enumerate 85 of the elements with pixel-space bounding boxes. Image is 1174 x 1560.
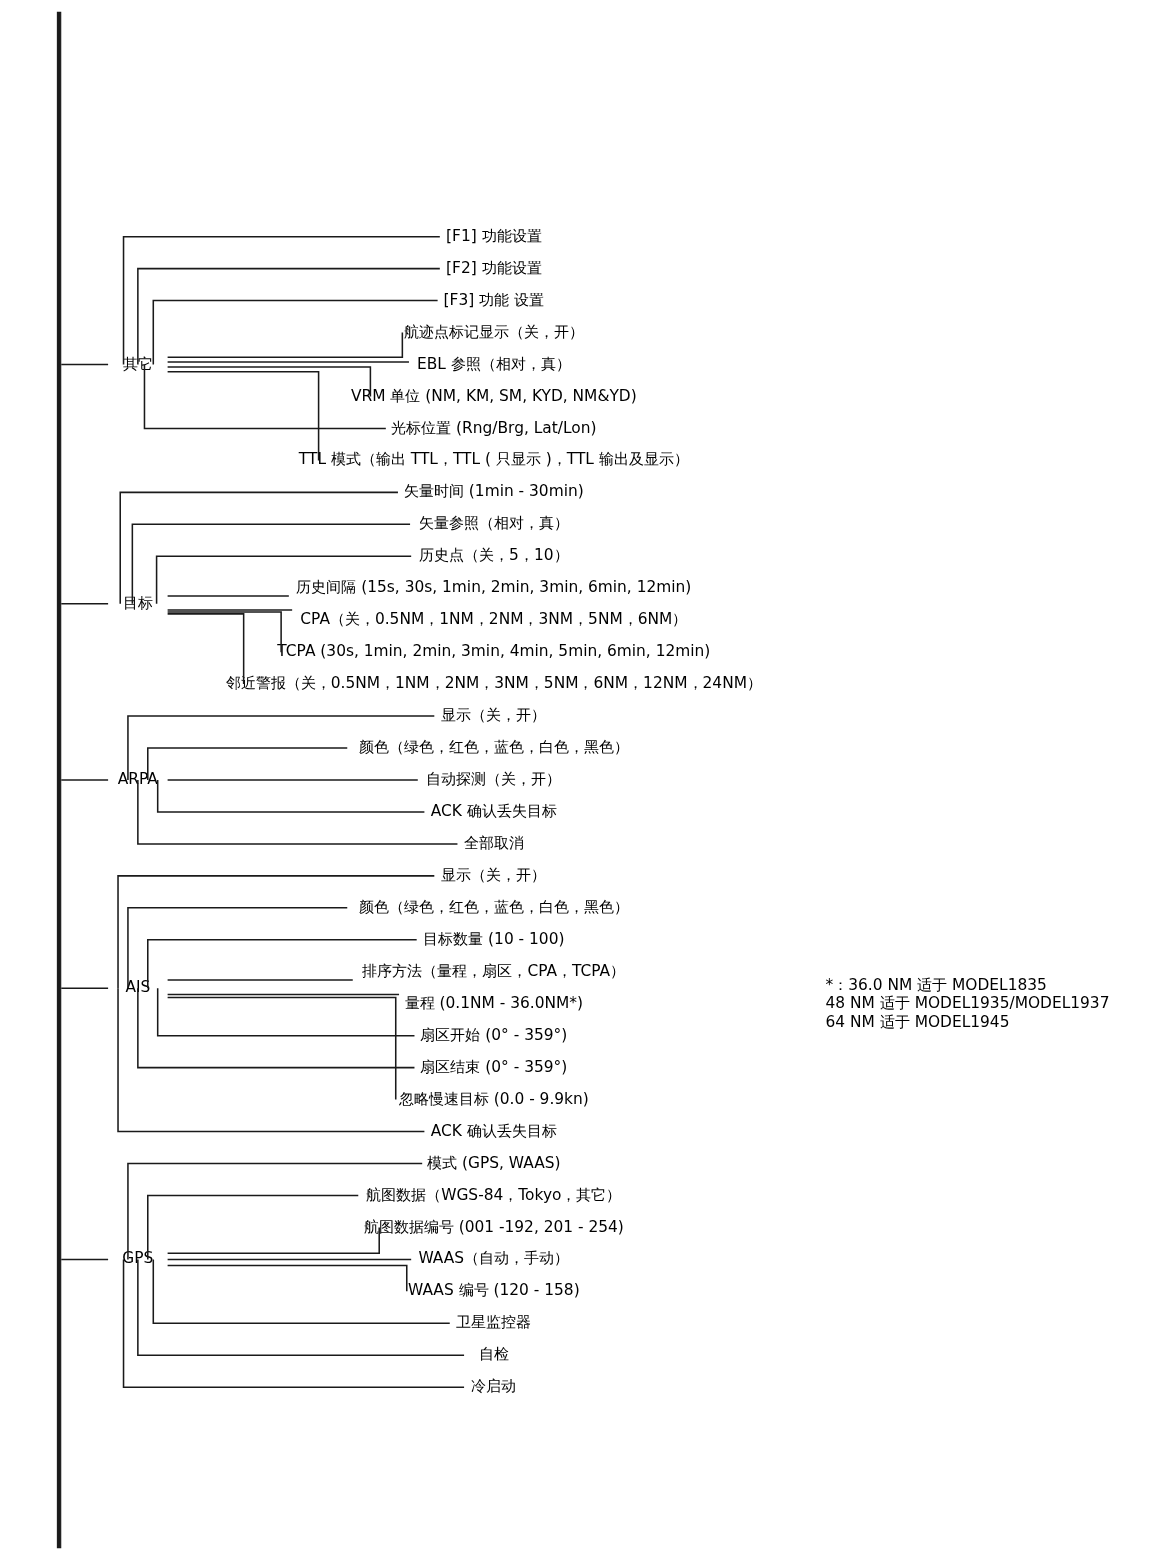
node-text: 冷启动 <box>470 1377 516 1396</box>
connector <box>136 987 415 1069</box>
node-text: 航迹点标记显示（关，开） <box>403 322 584 341</box>
connector <box>60 779 109 781</box>
connector <box>122 1258 465 1388</box>
connector <box>122 235 441 366</box>
node-text: 矢量参照（相对，真） <box>418 514 569 533</box>
node-text: 排序方法（量程，扇区，CPA，TCPA） <box>361 961 625 980</box>
node-text: [F2] 功能设置 <box>445 258 542 277</box>
node-text: WAAS（自动，手动） <box>417 1249 569 1268</box>
node-text: 模式 (GPS, WAAS) <box>426 1153 561 1172</box>
node-text: 航图数据（WGS-84，Tokyo，其它） <box>365 1185 621 1204</box>
node-text: ACK 确认丢失目标 <box>430 1121 557 1140</box>
node-text: 历史点（关，5，10） <box>418 546 569 565</box>
node-text: TCPA (30s, 1min, 2min, 3min, 4min, 5min, 6min, 12min) <box>276 642 710 661</box>
node-text: [F1] 功能设置 <box>445 226 542 245</box>
connector <box>136 267 441 366</box>
node-text: 光标位置 (Rng/Brg, Lat/Lon) <box>390 418 596 437</box>
node-text: VRM 单位 (NM, KM, SM, KYD, NM&YD) <box>350 386 637 405</box>
node-text: 显示（关，开） <box>440 706 546 725</box>
node-text: CPA（关，0.5NM，1NM，2NM，3NM，5NM，6NM） <box>299 610 687 629</box>
node-text: TTL 模式（输出 TTL，TTL ( 只显示 )，TTL 输出及显示） <box>298 450 689 469</box>
node-text: WAAS 编号 (120 - 158) <box>407 1281 580 1300</box>
node-text: 扇区开始 (0° - 359°) <box>419 1025 567 1044</box>
node-text: 颜色（绿色，红色，蓝色，白色，黑色） <box>358 738 629 757</box>
node-text: EBL 参照（相对，真） <box>416 354 571 373</box>
node-text: 目标 <box>122 593 153 612</box>
connector <box>166 613 244 685</box>
connector <box>166 979 354 981</box>
node-bar <box>56 11 61 1549</box>
connector <box>60 363 109 366</box>
label: *：36.0 NM 适于 MODEL1835 <box>825 975 1047 994</box>
connector <box>166 371 319 462</box>
connector <box>131 523 411 605</box>
connector <box>146 1194 359 1261</box>
node-text: ACK 确认丢失目标 <box>430 802 557 821</box>
connector <box>166 366 371 398</box>
connector <box>166 331 403 358</box>
connector <box>152 1258 450 1325</box>
node-text: 颜色（绿色，红色，蓝色，白色，黑色） <box>358 897 629 916</box>
node-text: [F3] 功能 设置 <box>443 290 544 309</box>
connector <box>156 987 415 1037</box>
connector <box>60 987 109 990</box>
connector <box>146 747 348 781</box>
connector <box>166 996 396 1101</box>
connector <box>166 611 282 653</box>
node-text: 自动探测（关，开） <box>425 770 561 789</box>
node-text: 量程 (0.1NM - 36.0NM*) <box>404 993 583 1012</box>
node-text: 矢量时间 (1min - 30min) <box>403 482 584 501</box>
connector <box>126 907 348 990</box>
connector <box>155 555 412 605</box>
connector <box>60 602 109 605</box>
connector <box>166 1226 380 1255</box>
node-text: 自检 <box>478 1345 509 1364</box>
connector <box>166 361 410 363</box>
connector <box>136 1258 465 1357</box>
connector <box>166 993 400 996</box>
node-text: 其它 <box>122 354 153 373</box>
node-text: 忽略慢速目标 (0.0 - 9.9kn) <box>398 1089 589 1108</box>
node-text: 目标数量 (10 - 100) <box>422 929 564 948</box>
node-text: 历史间隔 (15s, 30s, 1min, 2min, 3min, 6min, 12min) <box>295 578 691 597</box>
connector <box>118 491 399 605</box>
connector <box>126 1162 423 1261</box>
node-text: 显示（关，开） <box>440 865 546 884</box>
connector <box>146 939 417 990</box>
node-text: 全部取消 <box>463 834 524 852</box>
node-text: 航图数据编号 (001 -192, 201 - 254) <box>363 1217 624 1236</box>
label: 64 NM 适于 MODEL1945 <box>825 1013 1009 1032</box>
connector <box>166 1258 412 1261</box>
connector <box>166 779 419 781</box>
node-text: GPS <box>121 1249 153 1268</box>
connector <box>60 1258 109 1261</box>
node-text: 扇区结束 (0° - 359°) <box>419 1057 567 1076</box>
connector <box>166 609 293 611</box>
connector <box>152 299 438 366</box>
connector <box>143 363 387 430</box>
node-text: 卫星监控器 <box>455 1313 531 1332</box>
connector <box>116 987 425 1133</box>
connector <box>136 779 458 845</box>
connector <box>126 715 435 781</box>
label: 48 NM 适于 MODEL1935/MODEL1937 <box>825 994 1109 1013</box>
connector <box>156 779 425 813</box>
connector <box>116 875 435 990</box>
connector <box>166 1264 408 1293</box>
connector <box>166 595 290 597</box>
